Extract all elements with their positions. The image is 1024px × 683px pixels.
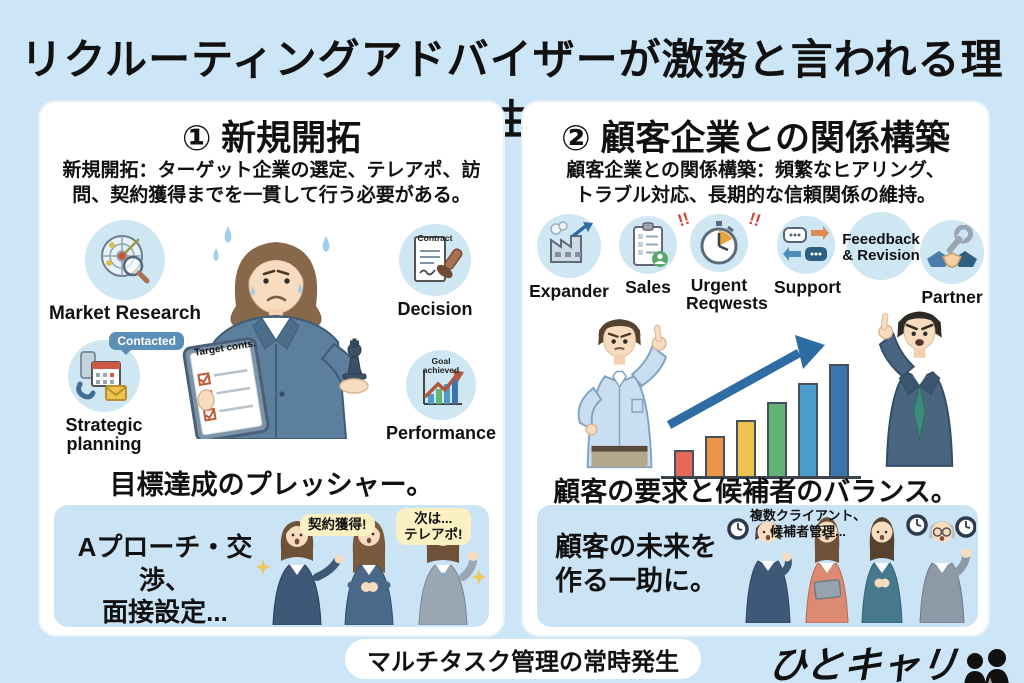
chart-bar [704,436,725,476]
brand-logo-text: ひとキャリ [765,645,961,683]
advisor-man-illustration [878,311,954,467]
contract-doc-text: Contract [417,233,453,243]
market-research-label: Market Research [48,303,202,324]
speech-bubble-contract: 契約獲得! [300,514,375,536]
radar-icon [101,235,150,284]
pressure-text: 目標達成のプレッシャー。 [109,470,434,500]
clock-icon [906,514,928,536]
multi-client-caption: 複数クライアント、 候補者管理... [749,508,867,539]
panel2-description: 顧客企業との関係構築：頻繁なヒアリング、 トラブル対応、長期的な信頼関係の維持。 [566,160,945,207]
brand-logo: ひとキャリ [765,634,1010,683]
contacted-tag: Contacted [109,332,184,355]
sales-icon: Sales [617,216,679,296]
clock-icon [727,518,749,540]
panel1-box-text: Aプローチ・交渉、 面接設定... [77,532,253,627]
expander-icon-circle [537,214,601,278]
market-research-icon-circle [85,220,165,300]
panel1-heading: ① 新規開拓 [181,119,362,158]
urgent-marks-right: !! [746,208,763,231]
phone-calendar-mail-icon [76,351,127,401]
chart-baseline [661,476,861,479]
panel1-bottom-box: Aプローチ・交渉、 面接設定... 契約獲得! 次は... テレアポ! [54,505,489,627]
strategic-planning-label: Strategic planning [65,415,143,454]
support-label: Support [774,277,842,297]
chart-bar [735,420,756,476]
feedback-revision-label: Feeedback & Revision [842,231,920,264]
client-man-illustration [577,319,668,469]
feedback-icon-circle [847,212,915,280]
feedback-revision-icon: Feeedback & Revision [842,212,920,280]
urgent-requests-icon: !! !! Urgent Reqwests [675,209,768,314]
performance-icon: Goal achieved Performance [375,350,507,443]
four-people-illustration [727,514,976,623]
panel2-heading: ② 顧客企業との関係構築 [560,119,950,158]
panel1-description: 新規開拓：ターゲット企業の選定、テレアポ、訪 問、契約獲得までを一貫して行う必要… [62,160,481,207]
support-icon-circle [777,216,835,274]
clock-icon [955,516,976,538]
urgent-icon-circle [690,214,748,272]
people-logo-icon [964,649,1009,683]
growth-arrow-icon [666,335,825,429]
chart-bar [797,383,818,476]
checklist-icon [633,222,668,267]
stopwatch-icon [700,221,738,265]
market-research-icon: Market Research [40,220,210,324]
panel-new-business: ① 新規開拓 新規開拓：ターゲット企業の選定、テレアポ、訪 問、契約獲得までを一… [38,100,505,637]
partner-label: Partner [921,287,983,307]
goal-achieved-note: Goal achieved [422,356,460,375]
urgent-requests-label: Urgent Reqwests [686,275,768,314]
speech-bubble-next: 次は... テレアポ! [396,508,471,546]
sales-icon-circle [619,216,677,274]
stressed-woman-svg [182,226,369,443]
expander-label: Expander [529,281,609,301]
strategic-planning-icon: Contacted Strategic planning [48,332,184,454]
decision-icon-circle: Contract [399,224,471,296]
footer-pill: マルチタスク管理の常時発生 [345,639,701,679]
chart-bar [828,364,849,476]
chart-bar [766,402,787,476]
performance-icon-circle: Goal achieved [406,350,476,420]
partner-icon-circle [920,220,984,284]
factory-growth-icon [550,221,593,263]
chart-bar [673,450,694,476]
growth-chart [661,327,861,479]
partner-icon: Partner [919,220,985,306]
decision-label: Decision [397,299,473,319]
decision-icon: Contract Decision [370,224,500,319]
panel2-box-text: 顧客の未来を 作る一助に。 [555,532,717,596]
handshake-wrench-icon [927,225,977,268]
panel-client-relations: ② 顧客企業との関係構築 顧客企業との関係構築：頻繁なヒアリング、 トラブル対応… [521,100,990,637]
chat-bubbles-icon [783,226,829,261]
expander-icon: Expander [529,214,609,300]
contract-stamp-icon [414,236,463,282]
panel2-bottom-box: 顧客の未来を 作る一助に。 複数クライアント、 候補者管理... [537,505,978,627]
balance-text: 顧客の要求と候補者のバランス。 [553,477,958,507]
goal-chart-icon [423,370,464,405]
stressed-woman-illustration: Target conts. [176,214,376,443]
bar-chart [661,364,861,476]
performance-label: Performance [385,423,497,443]
sales-label: Sales [625,277,671,297]
support-icon: Support [774,216,842,297]
